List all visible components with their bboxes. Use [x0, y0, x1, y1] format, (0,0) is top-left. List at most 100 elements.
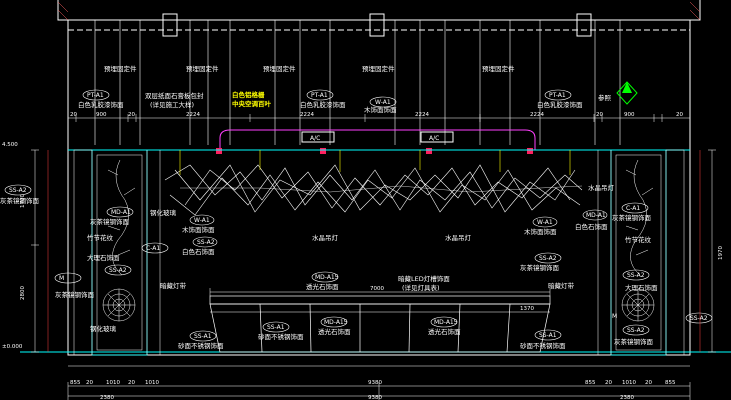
feature-left: 大理石饰面	[87, 253, 120, 262]
glass-left: 钢化玻璃	[150, 208, 177, 217]
ac-vents	[216, 148, 533, 154]
tag-ss-right: SS-A2	[627, 272, 645, 279]
paint-white-right: 白色乳胶漆饰面	[537, 100, 583, 109]
dim-bot-1: 20	[86, 380, 93, 386]
tag-ss-a1-left: SS-A1	[194, 333, 212, 340]
dim-bot-4: 1010	[145, 380, 159, 386]
dim-bot-9: 855	[665, 380, 676, 386]
dim-top-3: 2224	[186, 112, 200, 118]
hidden-lamp-left: 暗藏灯带	[160, 281, 187, 290]
grey-left2: 灰茶镜钢饰面	[55, 290, 95, 299]
wall-outline	[20, 0, 731, 356]
dim-h1: 2800	[20, 286, 26, 300]
tag-ss-bottom-right2: SS-A2	[690, 315, 708, 322]
dim-total: 9380	[368, 380, 382, 386]
feature-right: 大理石饰面	[625, 283, 658, 292]
wood-top: 木饰面饰面	[364, 105, 397, 114]
dim-top-7: 20	[596, 112, 603, 118]
preset-label-2: 预埋固定件	[186, 64, 219, 73]
dim-bot2-0: 2380	[100, 395, 114, 400]
right-medallion	[621, 288, 655, 322]
hanger-lines	[94, 20, 621, 145]
bamboo-right: 竹节花纹	[625, 235, 652, 244]
panel-left-sub: (详见施工大样)	[150, 100, 194, 109]
steel-left: 砂面不锈钢饰面	[178, 341, 224, 350]
dim-bot-6: 20	[605, 380, 612, 386]
stone-right: 灰茶镜钢饰面	[520, 263, 560, 272]
mid-dimension	[209, 288, 551, 313]
stone-left: 灰茶镜钢饰面	[0, 196, 40, 205]
stone-mid2: 透光石饰面	[318, 327, 351, 336]
tag-wa-right: W-A1	[537, 219, 553, 226]
steel-mid: 砂面不锈钢饰面	[258, 332, 304, 341]
left-tags	[4, 184, 290, 342]
dim-bot-5: 855	[585, 380, 596, 386]
tag-wa-left: W-A1	[194, 217, 210, 224]
dim-top-1: 900	[96, 112, 107, 118]
stone-mid3: 透光石饰面	[428, 327, 461, 336]
dim-bot-2: 1010	[106, 380, 120, 386]
preset-labels: 预埋固定件 预埋固定件 预埋固定件 预埋固定件 预埋固定件	[104, 64, 515, 73]
dim-top-5: 2224	[415, 112, 429, 118]
stage-counter	[209, 295, 551, 353]
dim-bot2-1: 2380	[620, 395, 634, 400]
right-pillar	[610, 149, 685, 356]
dim-top-8: 900	[624, 112, 635, 118]
ac-yellow-2: 中央空调百叶	[232, 99, 272, 108]
crystal-label-right: 水晶吊灯	[588, 183, 615, 192]
ac-label-2: A/C	[429, 135, 439, 142]
preset-label-3: 预埋固定件	[263, 64, 296, 73]
mirror-left: 灰茶镜钢饰面	[90, 217, 130, 226]
dim-top-6: 2224	[530, 112, 544, 118]
dim-bot-7: 1010	[622, 380, 636, 386]
wall-hatch	[57, 1, 701, 21]
crystal-label-mid: 水晶吊灯	[445, 233, 472, 242]
bottom-dim-labels: 855 20 1010 20 1010 855 20 1010 20 855 9…	[70, 380, 676, 400]
steel-right: 砂面不锈钢饰面	[520, 341, 566, 350]
right-branch-pattern	[625, 159, 654, 276]
tag-ca1-right: C-A1	[626, 205, 640, 212]
mirror-right: 灰茶镜钢饰面	[612, 213, 652, 222]
crystal-chandelier	[164, 164, 583, 216]
dim-mid2: 1370	[520, 306, 534, 312]
tag-ss-a2-right: SS-A2	[539, 255, 557, 262]
right-tags	[532, 202, 713, 341]
led-light: 暗藏LED灯槽饰面	[398, 274, 450, 283]
tag-md-a15: MD-A15	[315, 274, 339, 281]
dim-bottom: 9380	[368, 395, 382, 400]
preset-label-1: 预埋固定件	[104, 64, 137, 73]
bottom-dimension	[67, 365, 691, 400]
top-tags	[82, 89, 572, 108]
dim-bot-8: 20	[645, 380, 652, 386]
grey-right: 灰茶镜钢饰面	[614, 337, 654, 346]
tag-pt-right: PT-A1	[549, 92, 566, 99]
elev-top: 4.500	[2, 142, 18, 148]
tag-ss-left: SS-A2	[109, 267, 127, 274]
dim-mid: 7000	[370, 286, 384, 292]
elev-bottom: ±0.000	[2, 344, 23, 350]
tag-ss-bottom-right: SS-A2	[627, 327, 645, 334]
north-arrow: 参照	[598, 81, 638, 105]
bamboo-left: 竹节花纹	[87, 233, 114, 242]
dim-h2: 1700	[20, 194, 26, 208]
tag-m-right: M	[612, 313, 617, 320]
paint-white-left: 白色乳胶漆饰面	[78, 100, 124, 109]
preset-label-4: 预埋固定件	[362, 64, 395, 73]
chandelier-hangers	[179, 150, 571, 175]
ac-label-1: A/C	[310, 135, 320, 142]
tag-md-left: MD-A1	[111, 209, 131, 216]
side-panels	[146, 150, 612, 355]
dim-bot-3: 20	[128, 380, 135, 386]
dim-top-9: 20	[676, 112, 683, 118]
glass-left2: 钢化玻璃	[90, 324, 117, 333]
tag-md-a15-bottom: MD-A15	[324, 319, 348, 326]
tag-pt-left: PT-A1	[87, 92, 104, 99]
wood-left: 木饰面饰面	[182, 225, 215, 234]
paint-white-mid: 白色乳胶漆饰面	[300, 100, 346, 109]
dim-top-0: 20	[70, 112, 77, 118]
tag-md-a15-bottom-r: MD-A15	[434, 319, 458, 326]
ac-yellow-1: 白色铝格栅	[232, 90, 265, 99]
tag-ss-a1-mid: SS-A1	[267, 324, 285, 331]
top-dimension	[67, 114, 691, 122]
north-label: 参照	[598, 93, 612, 102]
